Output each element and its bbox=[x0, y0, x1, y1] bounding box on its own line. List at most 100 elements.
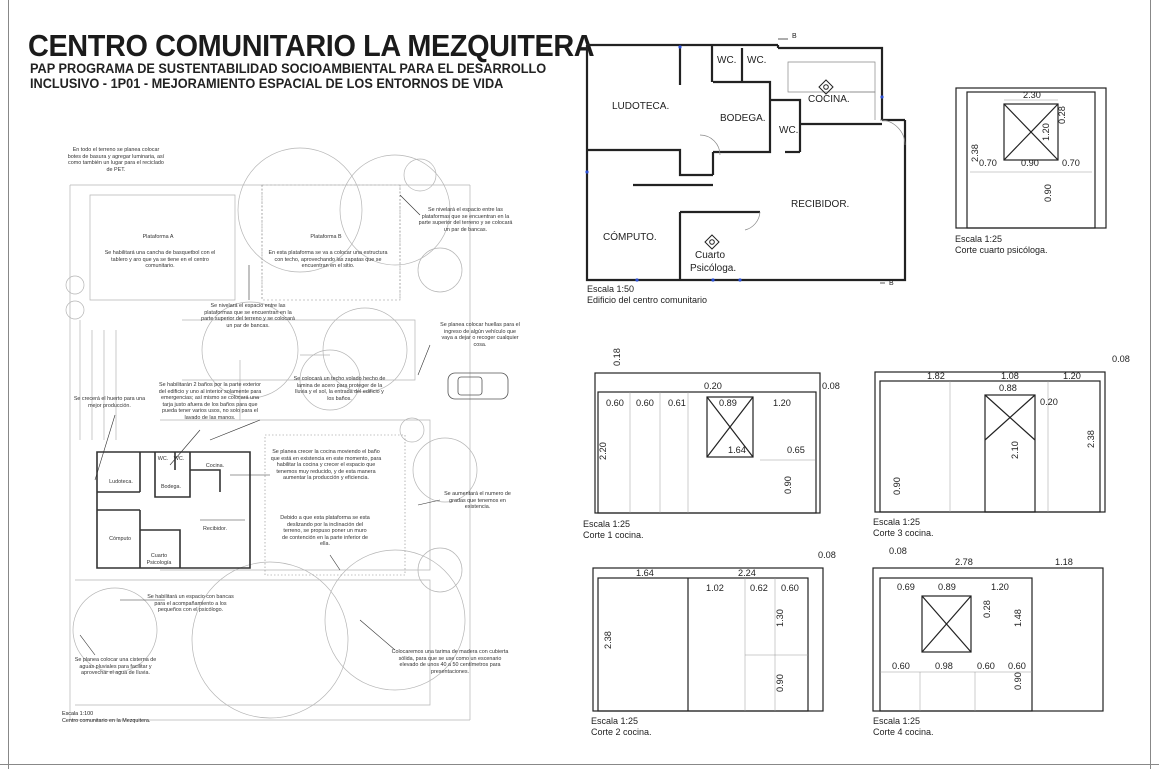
cut1-dim-11: 0.65 bbox=[787, 445, 805, 455]
cut1-dim-6: 0.61 bbox=[668, 398, 686, 408]
note-trash-light: En todo el terreno se planea colocar bot… bbox=[67, 147, 165, 173]
cut2-dim-5: 0.62 bbox=[750, 583, 768, 593]
cut1-dim-4: 0.60 bbox=[606, 398, 624, 408]
cut1-dim-3: 0.08 bbox=[822, 381, 840, 391]
plan-section-mark-b: B bbox=[889, 280, 894, 287]
plan-room-cuarto-line2: Psicóloga. bbox=[690, 263, 737, 274]
note-bathrooms: Se habilitarán 2 baños por la parte exte… bbox=[158, 382, 262, 421]
cut2-dim-3: 2.24 bbox=[738, 568, 756, 578]
cut4-dim-3: 1.18 bbox=[1055, 557, 1073, 567]
plan-room-wc2: WC. bbox=[747, 55, 767, 66]
subtitle-line-1: PAP PROGRAMA DE SUSTENTABILIDAD SOCIOAMB… bbox=[30, 61, 547, 76]
platform-b-text: En esta plataforma se va a colocar una e… bbox=[268, 250, 388, 270]
cut4-scale: Escala 1:25 bbox=[873, 716, 921, 726]
cut3-scale: Escala 1:25 bbox=[873, 517, 921, 527]
site-plan-scale: Escala 1:100 bbox=[62, 711, 94, 717]
note-kitchen: Se planea crecer la cocina moviendo el b… bbox=[270, 449, 382, 482]
plan-room-cuarto-line1: Cuarto bbox=[695, 250, 726, 261]
cut4-caption: Corte 4 cocina. bbox=[873, 727, 934, 737]
plan-room-ludoteca: LUDOTECA. bbox=[612, 101, 670, 112]
sheet-border-right bbox=[1150, 0, 1151, 769]
cut-cuarto-dim-7: 0.70 bbox=[1062, 158, 1080, 168]
cut1-dim-10: 1.64 bbox=[728, 445, 746, 455]
cut1-dim-2: 0.20 bbox=[704, 381, 722, 391]
plan-room-recibidor: RECIBIDOR. bbox=[791, 199, 850, 210]
site-plan-caption: Centro comunitario en la Mezquitera. bbox=[62, 718, 151, 724]
cut3-dim-3: 1.08 bbox=[1001, 371, 1019, 381]
plan-room-wc3: WC. bbox=[779, 125, 799, 136]
platform-a-title: Plataforma A bbox=[142, 234, 174, 240]
site-room-wc2: WC. bbox=[173, 456, 185, 462]
cut1-dim-7: 0.89 bbox=[719, 398, 737, 408]
cut-cuarto-dim-6: 0.90 bbox=[1021, 158, 1039, 168]
note-level-right: Se nivelará el espacio entre las platafo… bbox=[418, 207, 513, 233]
cut4-dim-6: 1.20 bbox=[991, 582, 1009, 592]
cut3-dim-1: 0.08 bbox=[1112, 354, 1130, 364]
cut-cuarto-dim-5: 0.70 bbox=[979, 158, 997, 168]
cut4-dim-1: 0.08 bbox=[889, 546, 907, 556]
site-room-ludoteca: Ludoteca. bbox=[109, 479, 133, 485]
cut4-dim-9: 0.60 bbox=[892, 661, 910, 671]
site-room-kitchen: Cocina. bbox=[205, 463, 225, 469]
cut3-dim-4: 1.20 bbox=[1063, 371, 1081, 381]
cut3-dim-5: 0.88 bbox=[999, 383, 1017, 393]
cut1-dim-5: 0.60 bbox=[636, 398, 654, 408]
note-retaining-wall: Debido a que esta plataforma se esta des… bbox=[280, 515, 370, 548]
cut2-dim-4: 1.02 bbox=[706, 583, 724, 593]
cut4-dim-10: 0.98 bbox=[935, 661, 953, 671]
cut1-dim-8: 1.20 bbox=[773, 398, 791, 408]
plan-room-wc1: WC. bbox=[717, 55, 737, 66]
sheet-subtitle: PAP PROGRAMA DE SUSTENTABILIDAD SOCIOAMB… bbox=[30, 61, 546, 91]
cut2-scale: Escala 1:25 bbox=[591, 716, 639, 726]
note-level-mid: Se nivelará el espacio entre las platafo… bbox=[201, 303, 295, 329]
cut3-caption: Corte 3 cocina. bbox=[873, 528, 934, 538]
cut4-dim-11: 0.60 bbox=[977, 661, 995, 671]
plan-section-mark: B bbox=[792, 33, 797, 40]
cut3-dim-2: 1.82 bbox=[927, 371, 945, 381]
cut4-dim-4: 0.69 bbox=[897, 582, 915, 592]
sheet-border-left bbox=[8, 0, 9, 769]
cut2-caption: Corte 2 cocina. bbox=[591, 727, 652, 737]
cut4-dim-5: 0.89 bbox=[938, 582, 956, 592]
site-room-computo: Cómputo bbox=[109, 536, 131, 542]
cut4-dim-2: 2.78 bbox=[955, 557, 973, 567]
cut4-dim-8: 1.48 bbox=[1013, 609, 1023, 627]
cut2-dim-6: 0.60 bbox=[781, 583, 799, 593]
cut3-dim-6: 0.20 bbox=[1040, 397, 1058, 407]
subtitle-line-2: INCLUSIVO - 1P01 - MEJORAMIENTO ESPACIAL… bbox=[30, 76, 504, 91]
cut4-dim-12: 0.60 bbox=[1008, 661, 1026, 671]
note-roof: Se colocará un techo volado hecho de lam… bbox=[293, 376, 386, 402]
cut2-dim-2: 1.64 bbox=[636, 568, 654, 578]
cut-cuarto-dim-1: 2.30 bbox=[1023, 90, 1041, 100]
cut2-dim-1: 0.08 bbox=[818, 550, 836, 560]
plan-room-cocina: COCINA. bbox=[808, 94, 850, 105]
cut1-scale: Escala 1:25 bbox=[583, 519, 631, 529]
note-stage: Colocaremos una tarima de madera con cub… bbox=[391, 649, 509, 675]
cut1-caption: Corte 1 cocina. bbox=[583, 530, 644, 540]
note-cistern: Se planea colocar una cisterna de aguas … bbox=[74, 657, 157, 677]
site-room-cuarto: Cuarto Psicología bbox=[146, 553, 172, 566]
plan-room-bodega: BODEGA. bbox=[720, 113, 766, 124]
sheet-border-bottom bbox=[0, 764, 1159, 765]
plan-room-computo: CÓMPUTO. bbox=[603, 232, 657, 243]
platform-a-text: Se habilitará una cancha de basquetbol c… bbox=[104, 250, 216, 270]
note-vehicle: Se planea colocar huellas para el ingres… bbox=[440, 322, 520, 348]
site-room-wc1: WC. bbox=[157, 456, 169, 462]
cut4-dim-13: 0.90 bbox=[1013, 672, 1023, 690]
site-room-bodega: Bodega. bbox=[160, 484, 182, 490]
floor-plan-scale: Escala 1:50 bbox=[587, 284, 635, 294]
sheet-title: CENTRO COMUNITARIO LA MEZQUITERA bbox=[28, 28, 595, 63]
note-steps: Se aumentará el numero de gradas que ten… bbox=[444, 491, 511, 511]
site-room-recibidor: Recibidor. bbox=[203, 526, 227, 532]
note-benches: Se habilitará un espacio con bancas para… bbox=[147, 594, 234, 614]
platform-b-title: Plataforma B bbox=[310, 234, 342, 240]
floor-plan-caption: Edificio del centro comunitario bbox=[587, 295, 708, 305]
note-garden: Se crecerá el huerto para una mejor prod… bbox=[73, 396, 146, 409]
cut-cuarto-scale: Escala 1:25 bbox=[955, 234, 1003, 244]
